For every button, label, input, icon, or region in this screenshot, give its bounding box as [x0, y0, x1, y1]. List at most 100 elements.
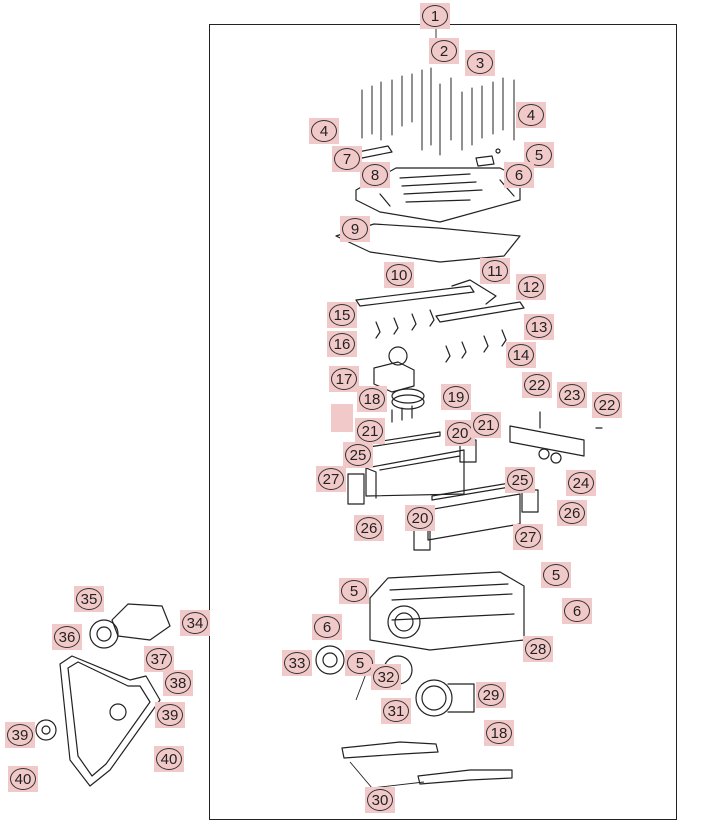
callout-c14: 14	[506, 342, 536, 368]
callout-c5b: 5	[339, 578, 369, 604]
bracket-7	[357, 145, 393, 159]
callout-c19: 19	[441, 384, 471, 410]
pulley-39	[109, 703, 127, 721]
callout-circle	[431, 40, 457, 62]
fuel-rail	[355, 285, 475, 307]
callout-circle	[341, 580, 367, 602]
callout-number: 19	[447, 388, 465, 406]
callout-circle	[165, 672, 191, 694]
callout-circle	[329, 333, 355, 355]
callout-number: 5	[551, 566, 561, 584]
callout-c31: 31	[381, 698, 411, 724]
callout-c8: 8	[360, 162, 390, 188]
callout-circle	[331, 368, 357, 390]
callout-c38: 38	[163, 670, 193, 696]
callout-circle	[314, 616, 340, 638]
callout-c16: 16	[327, 331, 357, 357]
supercharger-housing	[369, 571, 525, 651]
tensioner-bracket	[111, 603, 171, 641]
callout-circle	[386, 264, 412, 286]
callout-circle	[524, 374, 550, 396]
callout-number: 4	[319, 122, 329, 140]
callout-number: 8	[370, 166, 380, 184]
callout-circle	[543, 564, 569, 586]
callout-number: 10	[390, 266, 408, 284]
callout-c18a: 18	[357, 386, 387, 412]
callout-circle	[518, 276, 544, 298]
callout-number: 15	[333, 306, 351, 324]
callout-number: 25	[349, 446, 367, 464]
callout-c27b: 27	[513, 524, 543, 550]
callout-number: 24	[572, 474, 590, 492]
callout-c25a: 25	[343, 442, 373, 468]
callout-c29: 29	[476, 682, 506, 708]
callout-number: 39	[11, 726, 29, 744]
callout-number: 21	[477, 416, 495, 434]
intercooler-lower	[427, 493, 521, 541]
callout-number: 22	[528, 376, 546, 394]
injectors	[375, 309, 507, 363]
callout-circle	[54, 626, 80, 648]
manifold-cover	[355, 167, 521, 223]
callout-number: 37	[150, 650, 168, 668]
callout-number: 1	[430, 7, 440, 25]
callout-number: 39	[161, 706, 179, 724]
callout-circle	[156, 748, 182, 770]
callout-c21a: 21	[355, 418, 385, 444]
callout-number: 25	[511, 471, 529, 489]
callout-c13: 13	[524, 314, 554, 340]
callout-c22b: 22	[592, 392, 622, 418]
pulley-33	[315, 645, 345, 675]
callout-number: 16	[333, 335, 351, 353]
callout-c5c: 5	[541, 562, 571, 588]
callout-circle	[311, 120, 337, 142]
callout-circle	[76, 588, 102, 610]
callout-number: 26	[360, 519, 378, 537]
callout-circle	[357, 420, 383, 442]
gasket-30b	[417, 769, 513, 785]
callout-number: 20	[451, 424, 469, 442]
callout-number: 32	[377, 668, 395, 686]
highlight-block	[331, 404, 353, 432]
callout-circle	[507, 469, 533, 491]
intercooler-upper	[365, 449, 465, 497]
callout-c12: 12	[516, 274, 546, 300]
pulley-39-left	[35, 719, 57, 741]
callout-c3: 3	[465, 50, 495, 76]
callout-number: 29	[482, 686, 500, 704]
callout-c39b: 39	[155, 702, 185, 728]
callout-c6c: 6	[562, 598, 592, 624]
callout-number: 27	[519, 528, 537, 546]
gasket	[335, 223, 521, 263]
callout-number: 20	[411, 509, 429, 527]
callout-circle	[508, 344, 534, 366]
callout-circle	[362, 164, 388, 186]
callout-c35: 35	[74, 586, 104, 612]
callout-circle	[356, 517, 382, 539]
callout-c7: 7	[332, 146, 362, 172]
callout-circle	[518, 104, 544, 126]
callout-c33: 33	[282, 650, 312, 676]
throttle-body	[415, 679, 453, 717]
callout-number: 36	[58, 628, 76, 646]
callout-c36: 36	[52, 624, 82, 650]
callout-c11: 11	[480, 258, 510, 284]
callout-circle	[10, 768, 36, 790]
callout-c21b: 21	[471, 412, 501, 438]
callout-number: 35	[80, 590, 98, 608]
drive-belt	[59, 655, 161, 787]
callout-c10: 10	[384, 262, 414, 288]
callout-c30: 30	[365, 787, 395, 813]
callout-number: 33	[288, 654, 306, 672]
callout-c24: 24	[566, 470, 596, 496]
callout-c9: 9	[340, 216, 370, 242]
callout-c4b: 4	[516, 102, 546, 128]
seal-26b	[521, 489, 539, 513]
callout-c5d: 5	[345, 650, 375, 676]
bolt-set	[361, 67, 515, 156]
callout-number: 22	[598, 396, 616, 414]
callout-circle	[515, 526, 541, 548]
callout-number: 7	[342, 150, 352, 168]
callout-c18b: 18	[484, 720, 514, 746]
